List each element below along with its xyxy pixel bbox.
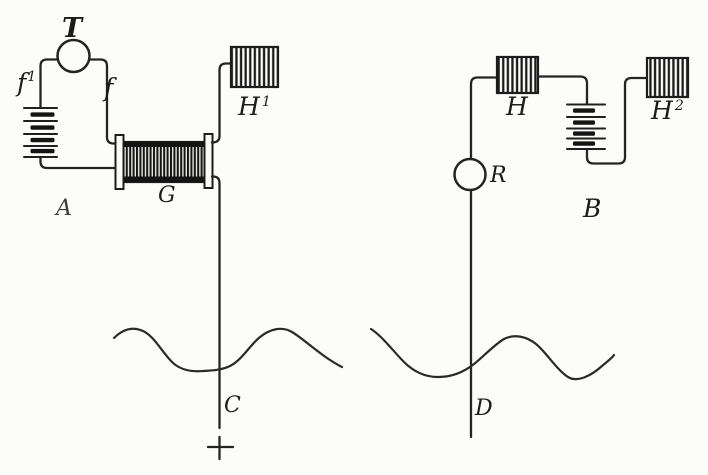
- transmitter-circuit-A: [23, 38, 344, 461]
- label-D: D: [474, 396, 493, 421]
- battery-pile-A: [23, 107, 58, 158]
- battery-plate: [30, 125, 55, 130]
- battery-plate: [573, 131, 595, 136]
- wire-G-to-H1: [210, 62, 233, 144]
- label-R: R: [489, 163, 507, 188]
- battery-plate: [573, 108, 595, 113]
- label-f: f: [102, 73, 117, 102]
- label-T: T: [62, 13, 84, 44]
- battery-plate: [30, 137, 55, 143]
- label-f1: f1: [15, 68, 36, 97]
- wire-H-to-battery: [536, 75, 589, 106]
- receiver-circuit-B: [369, 55, 690, 439]
- label-H2-base: H: [650, 96, 674, 125]
- water-line-left: [112, 327, 344, 373]
- battery-plate: [573, 141, 595, 146]
- wire-f1: [39, 58, 60, 109]
- label-A: A: [54, 196, 72, 221]
- label-H: H: [505, 92, 529, 121]
- coil-G-body: [121, 140, 207, 184]
- coil-G-bottom-band: [122, 176, 206, 182]
- coil-G-top-band: [122, 141, 206, 147]
- water-line-right: [369, 327, 616, 381]
- label-G: G: [158, 183, 176, 208]
- battery-plate: [30, 112, 55, 117]
- cross-mark: [206, 435, 235, 461]
- battery-plate: [30, 148, 55, 154]
- component-T-circle: [56, 38, 91, 74]
- ground-wire-C: [210, 175, 221, 430]
- label-H1-base: H: [237, 92, 261, 121]
- coil-H1: [229, 45, 280, 89]
- label-f1-sup: 1: [27, 69, 36, 85]
- induction-coil-G: [114, 133, 214, 190]
- component-R-circle: [453, 157, 487, 192]
- label-B: B: [582, 194, 601, 223]
- label-C: C: [224, 393, 241, 418]
- wire-R-to-H: [469, 76, 499, 161]
- label-H2-sup: 2: [674, 98, 684, 114]
- coil-H2: [645, 56, 690, 99]
- wire-f: [87, 58, 120, 145]
- wire-battery-to-coil-G: [39, 155, 118, 170]
- coil-H: [495, 55, 540, 95]
- wire-battery-to-H2: [585, 76, 649, 165]
- coil-G-right-flange: [203, 133, 214, 189]
- label-H1-sup: 1: [262, 94, 271, 110]
- coil-G-left-flange: [114, 134, 125, 190]
- label-f1-base: f: [15, 68, 30, 97]
- battery-pile-B: [566, 103, 606, 150]
- battery-plate: [573, 120, 595, 125]
